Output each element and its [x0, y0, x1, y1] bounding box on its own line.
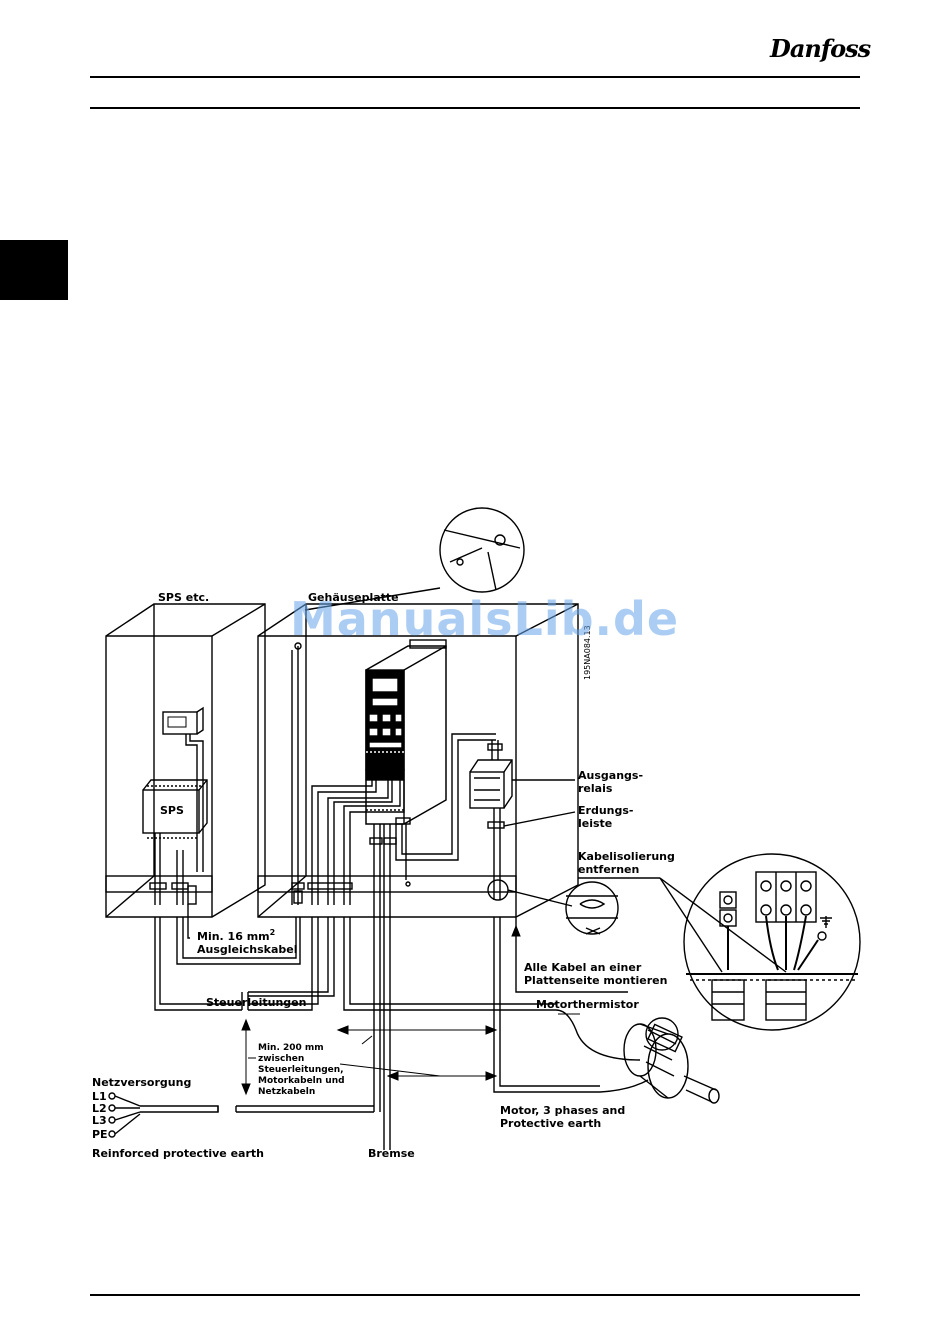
label-pe: PE: [92, 1128, 108, 1141]
label-min200-4: Motorkabeln und: [258, 1076, 345, 1086]
label-motor-1: Motor, 3 phases and: [500, 1104, 625, 1117]
control-cables: [291, 646, 405, 905]
danfoss-logo: Danfoss: [770, 34, 871, 63]
label-min200-1: Min. 200 mm: [258, 1043, 324, 1053]
label-kabel-2: entfernen: [578, 863, 639, 876]
label-steuerleitungen: Steuerleitungen: [206, 996, 306, 1009]
label-motor-2: Protective earth: [500, 1117, 601, 1130]
output-relay: [469, 740, 576, 900]
label-min16-sup: 2: [270, 928, 276, 937]
dimension-arrows: [241, 924, 521, 1096]
label-reinforced: Reinforced protective earth: [92, 1147, 264, 1160]
screw-detail-magnifier: [304, 507, 525, 611]
label-gehaeuseplatte: Gehäuseplatte: [308, 591, 399, 604]
watermark: ManualsLib.de: [290, 592, 680, 646]
label-l2: L2: [92, 1102, 107, 1115]
drawing-code: 195NA084.13: [583, 625, 592, 680]
label-sps: SPS: [160, 804, 184, 817]
label-alle-2: Plattenseite montieren: [524, 974, 667, 987]
label-min16-b: Ausgleichskabel: [197, 943, 298, 956]
main-cabinet: [257, 603, 579, 918]
frequency-converter: [365, 639, 447, 825]
label-min16-a: Min. 16 mm: [197, 930, 270, 943]
label-l1: L1: [92, 1090, 107, 1103]
terminal-detail: [659, 853, 861, 1031]
motor-cables: [369, 733, 496, 910]
label-alle-1: Alle Kabel an einer: [524, 961, 642, 974]
motor: [623, 1017, 720, 1104]
header-rule-top: [90, 76, 860, 78]
label-netzversorgung: Netzversorgung: [92, 1076, 191, 1089]
label-min200-2: zwischen: [258, 1054, 304, 1064]
label-l3: L3: [92, 1114, 107, 1127]
chapter-tab: [0, 240, 68, 300]
label-erdungs-1: Erdungs-: [578, 804, 633, 817]
cable-clamp-detail: [565, 881, 619, 935]
label-min200-5: Netzkabeln: [258, 1087, 315, 1097]
label-kabel-1: Kabelisolierung: [578, 850, 675, 863]
label-erdungs-2: leiste: [578, 817, 612, 830]
label-min200-3: Steuerleitungen,: [258, 1065, 344, 1075]
header-rule-bottom: [90, 107, 860, 109]
wire-runs: [108, 904, 649, 1150]
footer-rule: [90, 1294, 860, 1296]
sps-cabinet: [105, 603, 266, 918]
label-motorthermistor: Motorthermistor: [536, 998, 639, 1011]
label-bremse: Bremse: [368, 1147, 415, 1160]
label-ausgangs-2: relais: [578, 782, 613, 795]
label-ausgangs-1: Ausgangs-: [578, 769, 643, 782]
label-min16: Min. 16 mm2: [197, 928, 275, 943]
label-sps-etc: SPS etc.: [158, 591, 209, 604]
display-module: [162, 706, 204, 872]
